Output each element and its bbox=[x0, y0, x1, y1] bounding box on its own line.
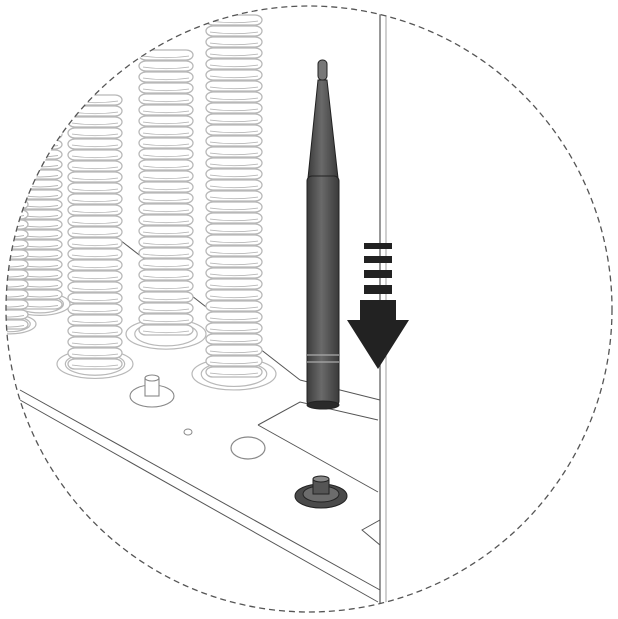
conduit-tube bbox=[125, 49, 207, 350]
standoff-post bbox=[129, 374, 175, 408]
cable-conduits bbox=[6, 14, 277, 391]
detail-callout-circle bbox=[5, 5, 613, 613]
antenna-connector bbox=[294, 475, 348, 509]
screw-hole bbox=[183, 428, 193, 436]
mounting-hole bbox=[230, 436, 266, 460]
conduit-tube bbox=[191, 14, 277, 391]
conduit-tube bbox=[56, 94, 134, 380]
antenna bbox=[306, 59, 340, 410]
down-arrow-icon bbox=[347, 243, 409, 369]
